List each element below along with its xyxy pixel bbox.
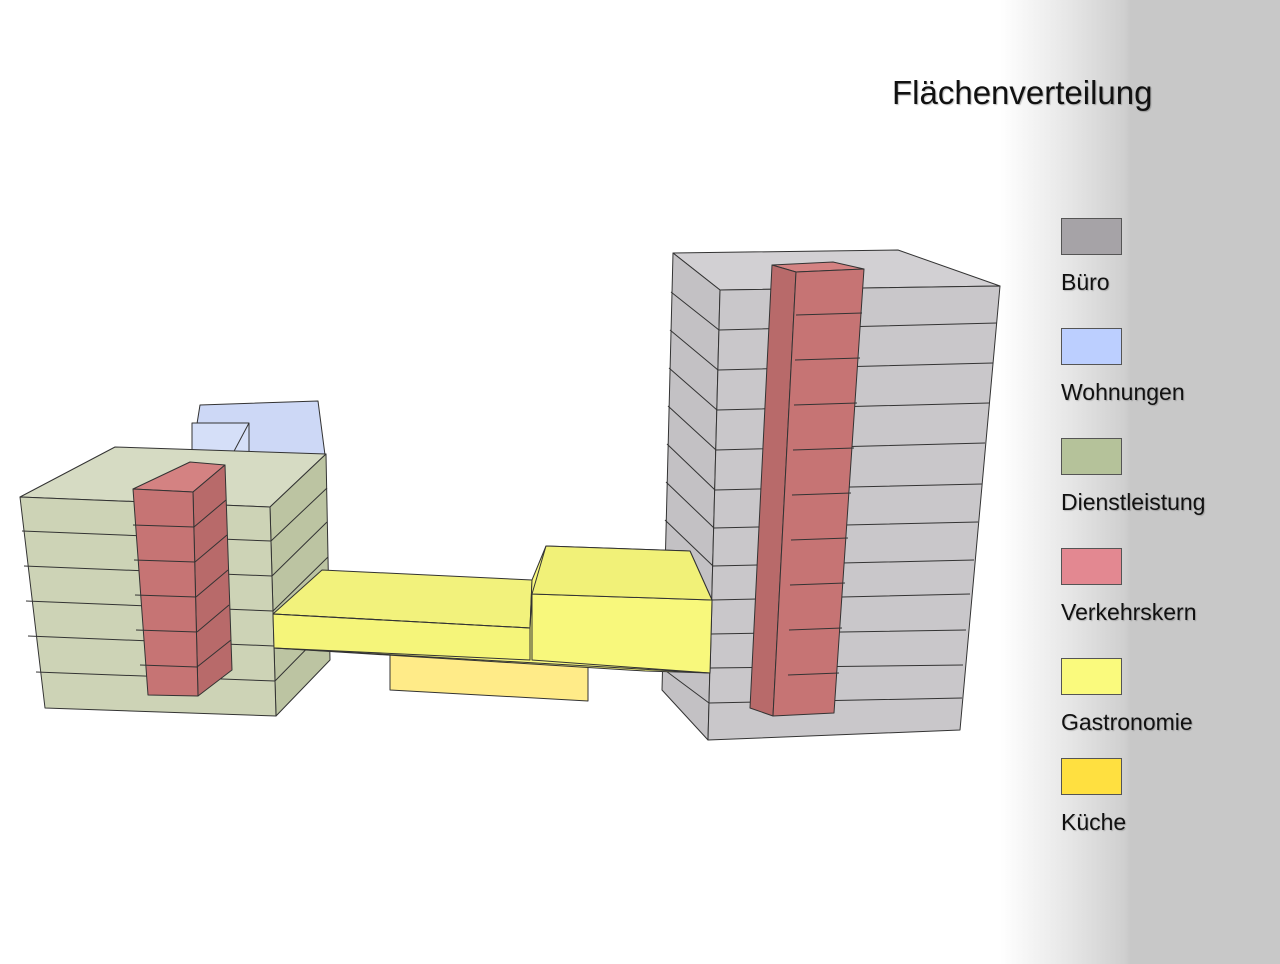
legend-item-wohnungen: Wohnungen <box>1061 328 1261 406</box>
legend-item-buero: Büro <box>1061 218 1261 296</box>
legend-swatch-buero <box>1061 218 1122 255</box>
legend-swatch-kueche <box>1061 758 1122 795</box>
legend-label-verkehrskern: Verkehrskern <box>1061 599 1197 625</box>
legend-label-gastronomie: Gastronomie <box>1061 709 1193 735</box>
legend-label-kueche: Küche <box>1061 809 1127 835</box>
legend-label-wohnungen: Wohnungen <box>1061 379 1185 405</box>
legend-item-verkehrskern: Verkehrskern <box>1061 548 1261 626</box>
gastronomy-bridge <box>272 545 713 674</box>
circulation-core-left <box>132 461 233 697</box>
legend-swatch-wohnungen <box>1061 328 1122 365</box>
legend-item-gastronomie: Gastronomie <box>1061 658 1261 736</box>
legend-swatch-dienstleistung <box>1061 438 1122 475</box>
legend-item-kueche: Küche <box>1061 758 1261 836</box>
legend-label-dienstleistung: Dienstleistung <box>1061 489 1206 515</box>
legend-label-buero: Büro <box>1061 269 1110 295</box>
page-title: Flächenverteilung <box>892 74 1153 111</box>
circulation-core-right <box>749 261 865 717</box>
legend-item-dienstleistung: Dienstleistung <box>1061 438 1261 516</box>
residential-volume <box>191 400 326 456</box>
legend-swatch-verkehrskern <box>1061 548 1122 585</box>
legend-swatch-gastronomie <box>1061 658 1122 695</box>
